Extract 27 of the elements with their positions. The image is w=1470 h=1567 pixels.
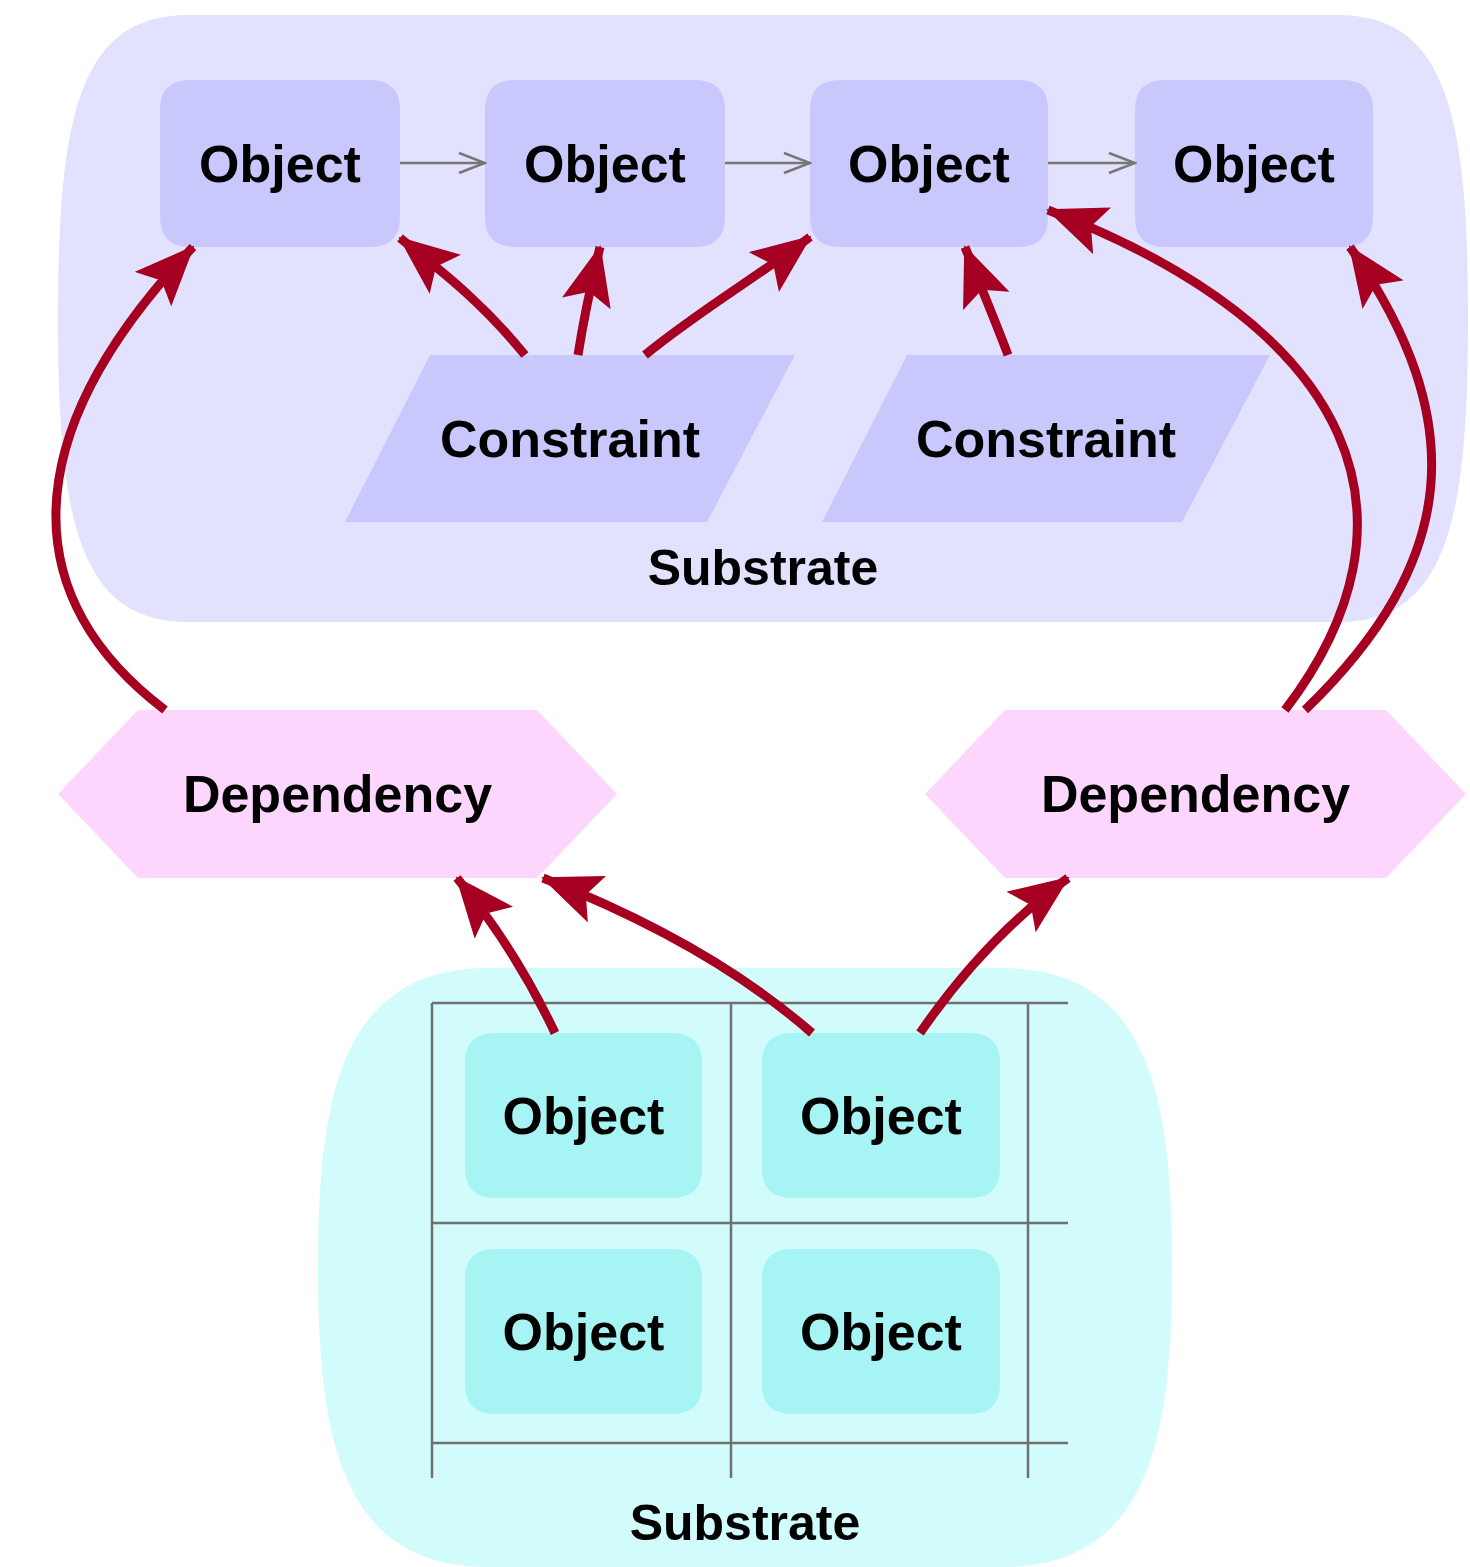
box-label: Constraint — [440, 408, 700, 469]
arrow — [725, 151, 812, 175]
box-label: Object — [800, 1301, 962, 1362]
arrow — [1046, 205, 1362, 713]
arrow — [562, 245, 611, 356]
region-label: Substrate — [629, 1494, 861, 1552]
box-label: Object — [524, 133, 686, 194]
arrow — [916, 874, 1071, 1036]
box-label: Object — [502, 1301, 665, 1362]
arrow — [541, 873, 815, 1037]
box-label: Object — [199, 133, 361, 194]
arrow — [400, 151, 487, 175]
arrow — [397, 234, 529, 358]
box-label: Constraint — [916, 408, 1176, 469]
arrow — [960, 245, 1013, 357]
arrow — [453, 875, 560, 1035]
box-label: Object — [848, 133, 1010, 194]
box-label: Dependency — [1040, 764, 1351, 824]
arrow — [1301, 244, 1436, 714]
arrow — [642, 233, 813, 359]
arrow — [1048, 151, 1137, 175]
box-label: Dependency — [182, 764, 493, 824]
box-label: Object — [800, 1085, 962, 1146]
box-label: Object — [502, 1085, 665, 1146]
arrow — [51, 244, 197, 714]
region-label: Substrate — [647, 539, 879, 597]
box-label: Object — [1173, 133, 1335, 194]
